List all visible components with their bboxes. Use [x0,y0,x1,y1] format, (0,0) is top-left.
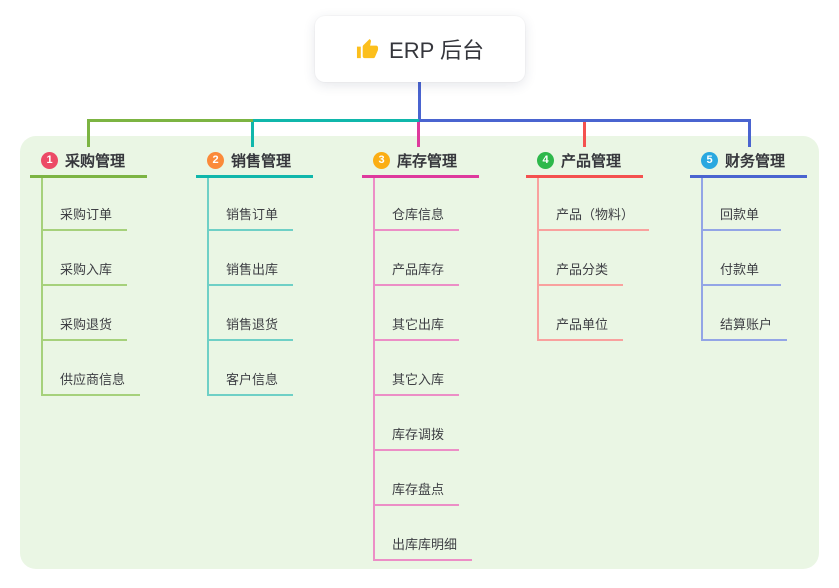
branch-index-badge: 5 [701,151,718,169]
branch-label: 库存管理 [397,152,458,170]
branch-children: 产品（物料）产品分类产品单位 [537,178,650,341]
branch-label: 销售管理 [231,152,292,170]
child-node[interactable]: 产品（物料） [539,178,650,231]
branch-node[interactable]: 4 产品管理 [526,145,643,178]
branch-1: 1 采购管理 采购订单采购入库采购退货供应商信息 [30,145,147,396]
child-node[interactable]: 销售出库 [209,231,294,286]
branch-5: 5 财务管理 回款单付款单结算账户 [690,145,807,341]
child-node[interactable]: 产品库存 [375,231,460,286]
branch-children: 采购订单采购入库采购退货供应商信息 [41,178,141,396]
branch-node[interactable]: 1 采购管理 [30,145,147,178]
connector-drop-inventory [417,122,420,147]
connector-drop-purchase [87,119,90,147]
child-node[interactable]: 库存盘点 [375,451,460,506]
root-label: ERP 后台 [389,38,484,63]
child-node[interactable]: 回款单 [703,178,781,231]
branch-index-badge: 1 [41,151,58,169]
branch-label: 财务管理 [725,152,786,170]
branch-label: 产品管理 [561,152,622,170]
branch-node[interactable]: 2 销售管理 [196,145,313,178]
background-panel [20,136,819,569]
child-node[interactable]: 仓库信息 [375,178,460,231]
child-node[interactable]: 其它入库 [375,341,460,396]
child-node[interactable]: 客户信息 [209,341,294,396]
child-node[interactable]: 出库库明细 [375,506,473,561]
child-node[interactable]: 其它出库 [375,286,460,341]
branch-node[interactable]: 3 库存管理 [362,145,479,178]
branch-index-badge: 3 [373,151,390,169]
branch-index-badge: 4 [537,151,554,169]
child-node[interactable]: 采购入库 [43,231,128,286]
root-node[interactable]: ERP 后台 [315,16,525,82]
connector-drop-finance [748,119,751,147]
thumbs-up-icon [356,38,379,61]
child-node[interactable]: 付款单 [703,231,781,286]
child-node[interactable]: 采购退货 [43,286,128,341]
branch-children: 回款单付款单结算账户 [701,178,788,341]
branch-children: 销售订单销售出库销售退货客户信息 [207,178,294,396]
branch-children: 仓库信息产品库存其它出库其它入库库存调拨库存盘点出库库明细 [373,178,473,561]
connector-horizontal-blue [419,119,751,122]
branch-3: 3 库存管理 仓库信息产品库存其它出库其它入库库存调拨库存盘点出库库明细 [362,145,479,561]
connector-horizontal-green [87,119,253,122]
connector-drop-product [583,122,586,147]
branch-label: 采购管理 [65,152,126,170]
branch-2: 2 销售管理 销售订单销售出库销售退货客户信息 [196,145,313,396]
child-node[interactable]: 库存调拨 [375,396,460,451]
child-node[interactable]: 供应商信息 [43,341,141,396]
branch-node[interactable]: 5 财务管理 [690,145,807,178]
branch-index-badge: 2 [207,151,224,169]
child-node[interactable]: 销售退货 [209,286,294,341]
child-node[interactable]: 采购订单 [43,178,128,231]
connector-horizontal-teal [253,119,419,122]
child-node[interactable]: 结算账户 [703,286,788,341]
root-trunk-line [418,82,421,121]
child-node[interactable]: 销售订单 [209,178,294,231]
connector-drop-sales [251,122,254,147]
child-node[interactable]: 产品分类 [539,231,624,286]
child-node[interactable]: 产品单位 [539,286,624,341]
branch-4: 4 产品管理 产品（物料）产品分类产品单位 [526,145,650,341]
